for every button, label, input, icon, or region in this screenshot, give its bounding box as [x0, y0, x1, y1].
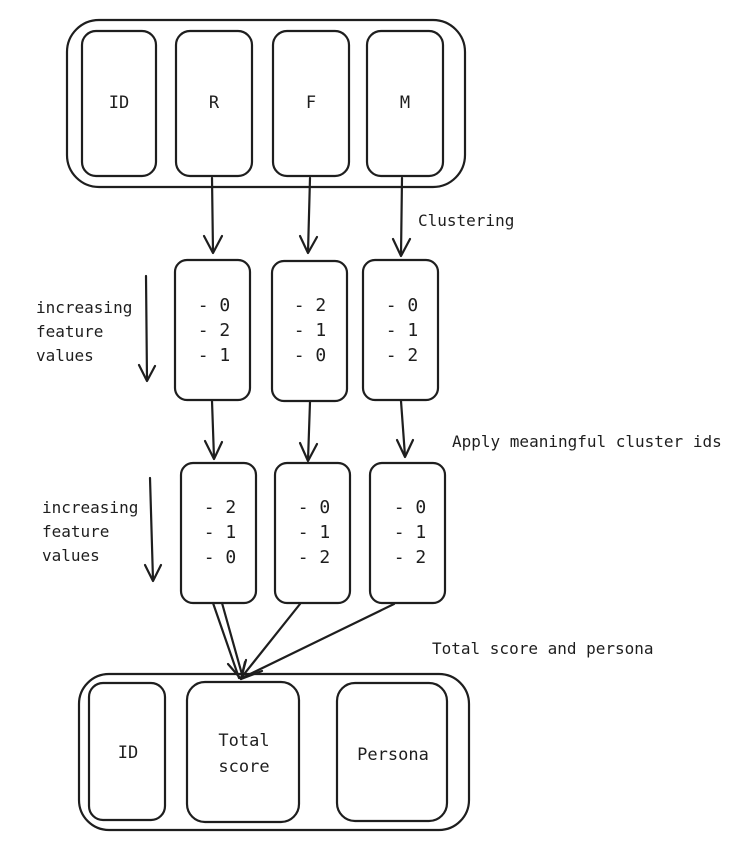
arrow-r-to-clustered	[202, 176, 224, 255]
remapped-r-1: - 2	[204, 497, 237, 518]
clustered-f-3: - 0	[294, 345, 327, 366]
side-note-1-arrow	[137, 274, 157, 383]
clustered-f-1: - 2	[294, 295, 327, 316]
step-label-clustering: Clustering	[418, 211, 514, 230]
clustered-box-m	[361, 258, 440, 402]
clustered-r-1: - 0	[198, 295, 231, 316]
arrows-to-total-score	[211, 601, 396, 681]
remapped-m-1: - 0	[394, 497, 427, 518]
side-note-1-line-2: feature	[36, 322, 103, 341]
top-cell-r	[174, 29, 254, 178]
remapped-box-f	[273, 461, 352, 605]
clustered-m-1: - 0	[386, 295, 419, 316]
remapped-f-3: - 2	[298, 547, 331, 568]
top-cell-id	[80, 29, 158, 178]
remapped-box-m	[368, 461, 447, 605]
bottom-cell-id	[87, 681, 167, 822]
bottom-cell-persona	[335, 681, 449, 823]
side-note-2-line-1: increasing	[42, 498, 138, 517]
clustered-f-2: - 1	[294, 320, 327, 341]
side-note-1-line-3: values	[36, 346, 94, 365]
remapped-m-2: - 1	[394, 522, 427, 543]
remapped-m-3: - 2	[394, 547, 427, 568]
step-label-apply-ids: Apply meaningful cluster ids	[452, 432, 722, 451]
top-label-id: ID	[109, 93, 129, 113]
remapped-box-r	[179, 461, 258, 605]
remapped-f-1: - 0	[298, 497, 331, 518]
arrow-m-to-clustered	[391, 176, 412, 258]
bottom-label-id: ID	[118, 743, 138, 763]
remapped-r-3: - 0	[204, 547, 237, 568]
arrow-f-to-clustered	[298, 176, 319, 255]
step-label-total: Total score and persona	[432, 639, 654, 658]
top-cell-m	[365, 29, 445, 178]
clustered-box-r	[173, 258, 252, 402]
bottom-table-container	[77, 672, 471, 832]
side-note-2-line-2: feature	[42, 522, 109, 541]
clustered-r-3: - 1	[198, 345, 231, 366]
arrow-m-to-remapped	[395, 399, 415, 459]
top-label-r: R	[209, 93, 220, 113]
side-note-2-arrow	[143, 476, 163, 583]
top-cell-f	[271, 29, 351, 178]
arrow-r-to-remapped	[203, 399, 224, 461]
remapped-r-2: - 1	[204, 522, 237, 543]
top-table-container	[65, 18, 467, 189]
clustered-m-2: - 1	[386, 320, 419, 341]
bottom-label-total-1: Total	[218, 731, 269, 751]
bottom-cell-total-score	[185, 680, 301, 824]
bottom-label-total-2: score	[218, 757, 269, 777]
side-note-1-line-1: increasing	[36, 298, 132, 317]
top-label-f: F	[306, 93, 316, 113]
clustered-box-f	[270, 259, 349, 403]
arrow-f-to-remapped	[298, 400, 319, 463]
bottom-label-persona: Persona	[357, 745, 429, 765]
side-note-2-line-3: values	[42, 546, 100, 565]
clustered-r-2: - 2	[198, 320, 231, 341]
clustered-m-3: - 2	[386, 345, 419, 366]
remapped-f-2: - 1	[298, 522, 331, 543]
top-label-m: M	[400, 93, 410, 113]
